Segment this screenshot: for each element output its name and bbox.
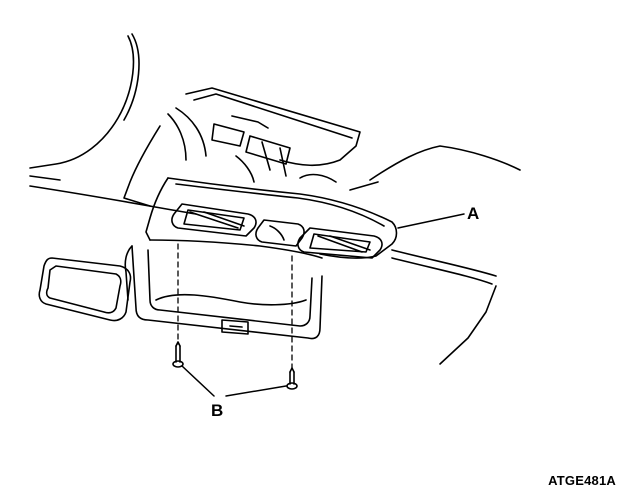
overhead-console	[145, 177, 398, 259]
vanity-mirror	[38, 257, 132, 322]
figure-id: ATGE481A	[548, 473, 616, 488]
windshield-pillar	[29, 33, 140, 169]
callout-label-a: A	[467, 204, 480, 223]
callout-label-b: B	[211, 401, 224, 420]
headliner	[29, 145, 521, 365]
screw-guides	[177, 243, 293, 373]
sunglass-holder	[124, 245, 323, 340]
screw-left	[172, 341, 184, 368]
screw-right	[286, 367, 298, 390]
rearview-mirror	[123, 87, 361, 207]
leader-lines	[181, 213, 465, 397]
